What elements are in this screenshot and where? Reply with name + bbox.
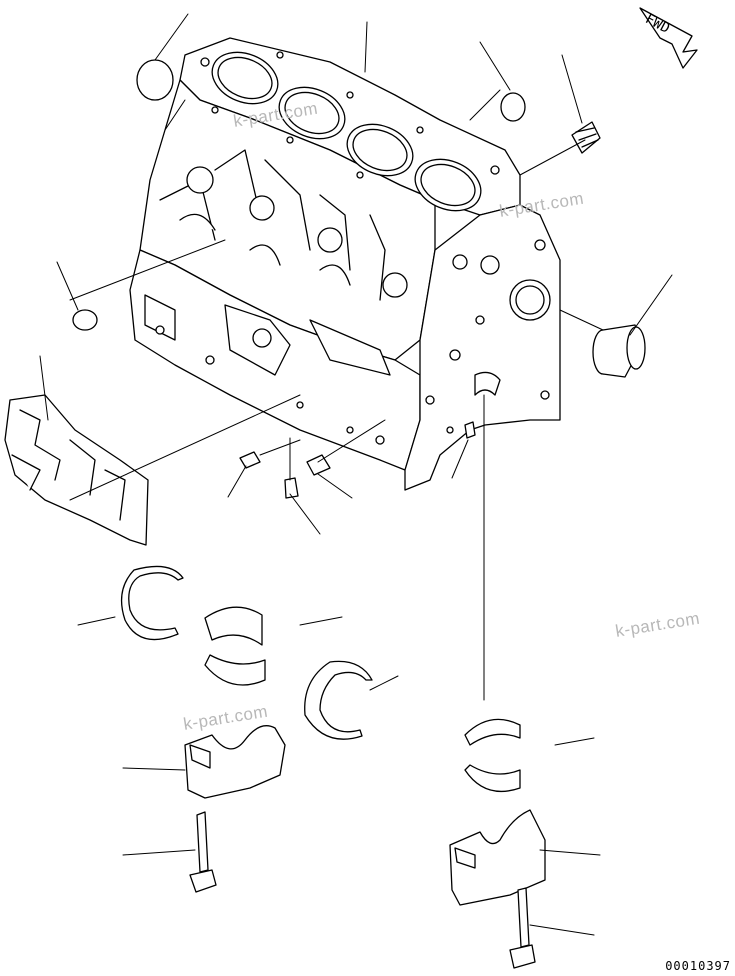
thrust-washer-right xyxy=(304,660,373,740)
main-cap-right xyxy=(449,809,546,906)
plug-small-3 xyxy=(306,454,331,476)
cap-bolt-left xyxy=(189,811,217,893)
plug-ribbed xyxy=(571,121,601,154)
leader-lines xyxy=(39,13,673,936)
plug-small-1 xyxy=(239,451,261,469)
cylinder-block xyxy=(129,37,561,491)
plug-small-2 xyxy=(284,477,299,499)
main-bearing-right xyxy=(464,718,521,792)
thrust-washer-left xyxy=(120,565,184,641)
main-bearing-upper-left xyxy=(204,606,266,686)
fwd-arrow-icon xyxy=(639,7,698,69)
main-cap-left xyxy=(184,725,286,799)
side-cover xyxy=(4,394,149,546)
expansion-plug-top-left xyxy=(136,59,174,101)
bushing xyxy=(592,324,646,378)
drawing-number: 00010397 xyxy=(665,959,731,973)
dowel-pin xyxy=(464,421,476,439)
expansion-plug-left xyxy=(72,309,98,331)
cap-bolt-right xyxy=(509,887,536,969)
expansion-plug-top-right xyxy=(500,92,526,122)
